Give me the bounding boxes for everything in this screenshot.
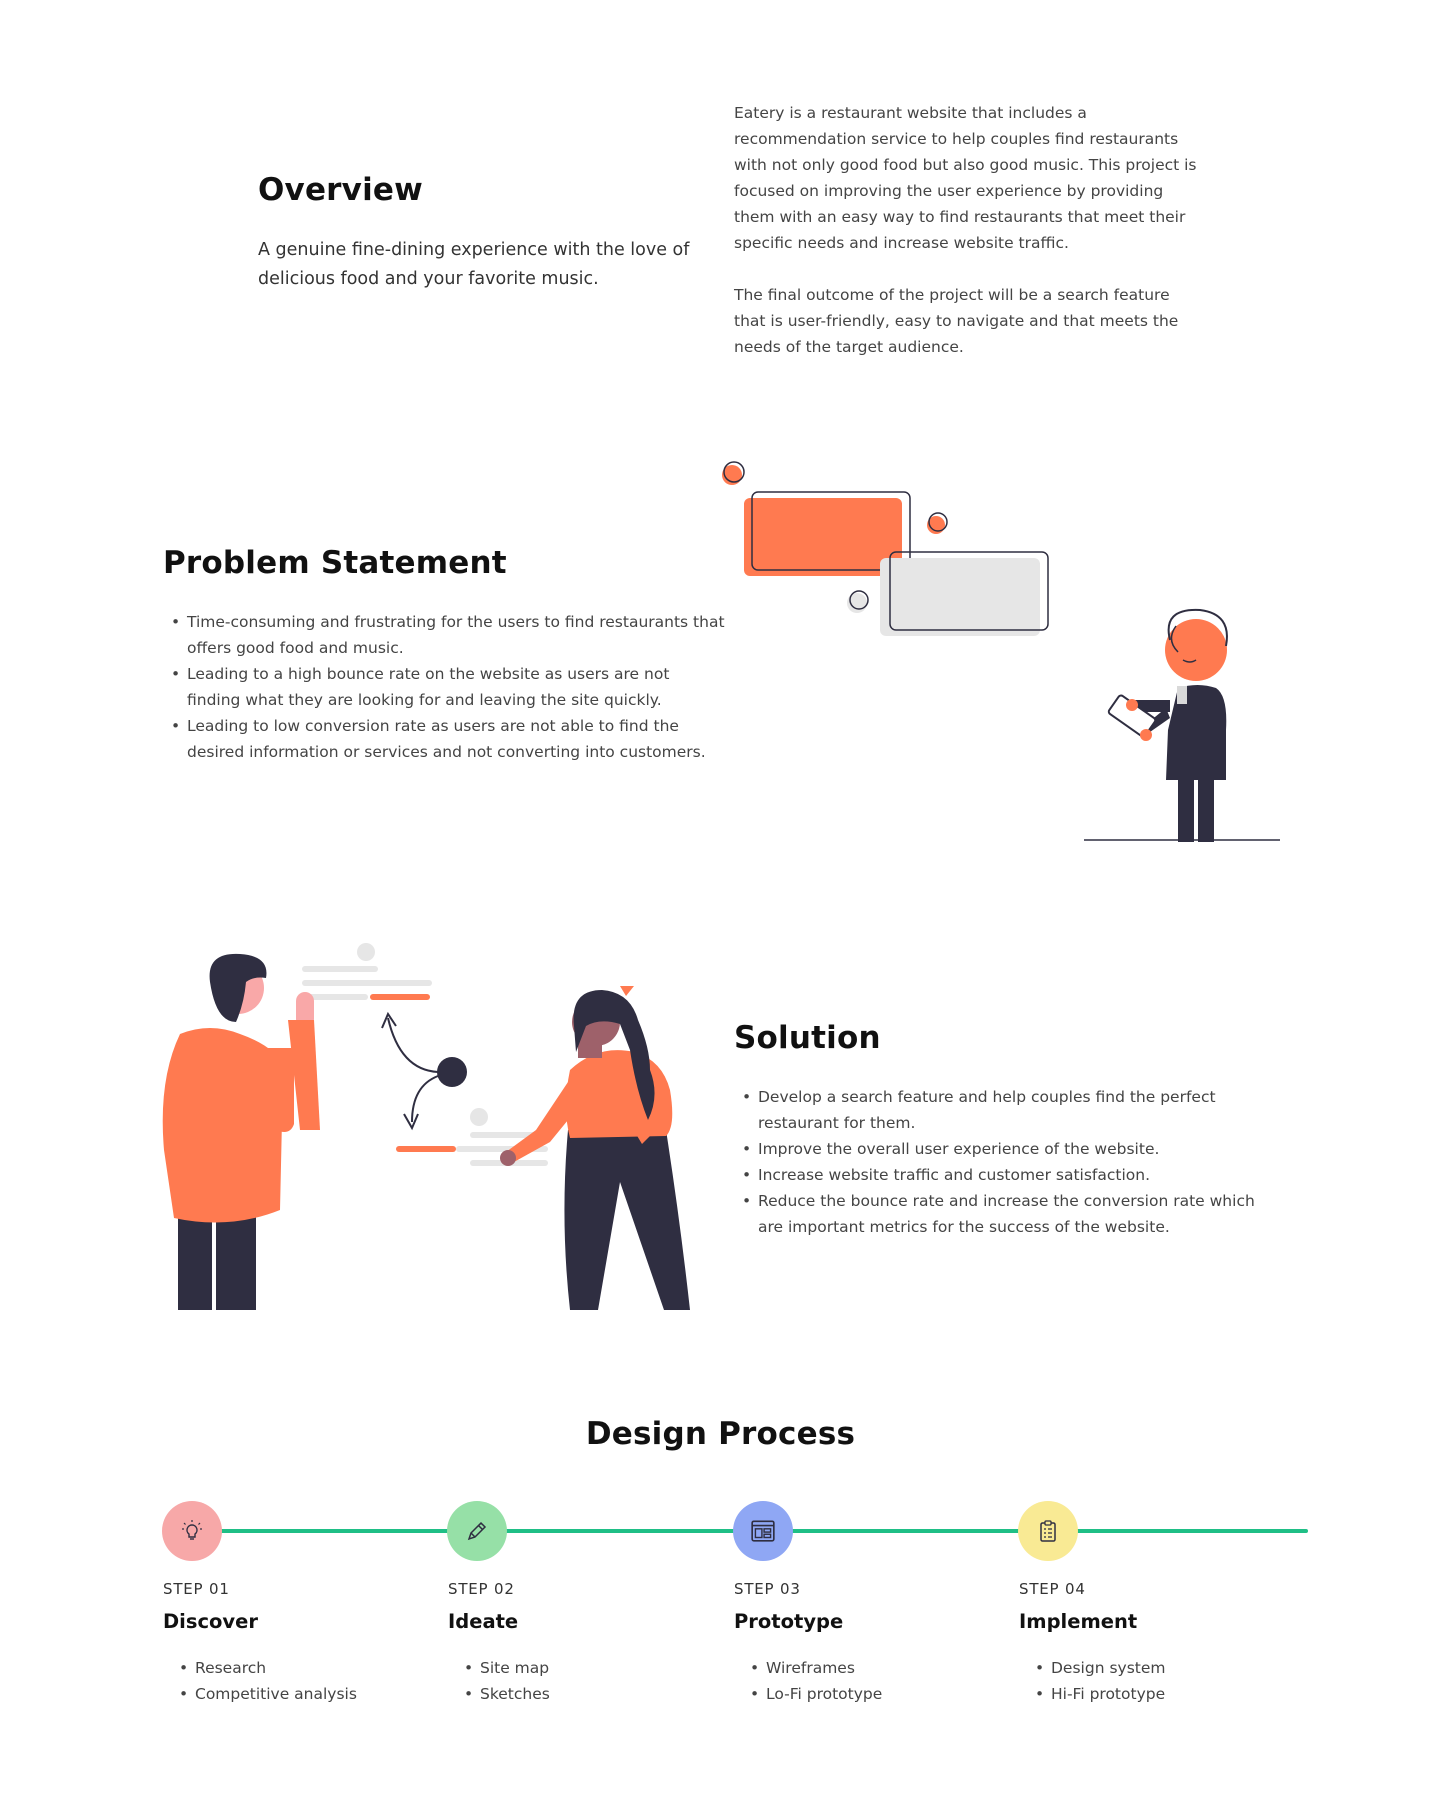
lightbulb-icon xyxy=(182,1520,202,1540)
solution-title: Solution xyxy=(734,1020,881,1056)
step-item: Wireframes xyxy=(750,1655,1006,1681)
step-circle xyxy=(1018,1501,1078,1561)
step-item: Hi-Fi prototype xyxy=(1035,1681,1291,1707)
problem-title: Problem Statement xyxy=(163,545,507,581)
step-title: Implement xyxy=(1019,1610,1138,1633)
problem-item: Leading to a high bounce rate on the web… xyxy=(171,661,727,713)
clipboard-icon xyxy=(1040,1520,1056,1542)
step-items: Design system Hi-Fi prototype xyxy=(1028,1655,1291,1707)
solution-list: Develop a search feature and help couple… xyxy=(735,1084,1278,1240)
step-label: STEP 01 xyxy=(163,1580,230,1598)
overview-paragraph-1: Eatery is a restaurant website that incl… xyxy=(734,104,1197,252)
pencil-icon xyxy=(467,1521,487,1541)
problem-item: Time-consuming and frustrating for the u… xyxy=(171,609,727,661)
problem-illustration xyxy=(722,461,1280,842)
design-process-title: Design Process xyxy=(585,1416,856,1452)
solution-item: Develop a search feature and help couple… xyxy=(742,1084,1278,1136)
solution-illustration xyxy=(162,943,690,1310)
woman-illustration xyxy=(500,986,690,1310)
step-items: Site map Sketches xyxy=(457,1655,720,1707)
step-label: STEP 02 xyxy=(448,1580,515,1598)
step-circle xyxy=(733,1501,793,1561)
step-item: Competitive analysis xyxy=(179,1681,435,1707)
overview-title: Overview xyxy=(258,172,423,208)
overview-paragraph-2: The final outcome of the project will be… xyxy=(734,286,1179,356)
step-circle xyxy=(162,1501,222,1561)
step-items: Research Competitive analysis xyxy=(172,1655,435,1707)
step-title: Discover xyxy=(163,1610,258,1633)
step-item: Site map xyxy=(464,1655,720,1681)
man-illustration xyxy=(162,953,320,1310)
solution-item: Improve the overall user experience of t… xyxy=(742,1136,1278,1162)
step-title: Prototype xyxy=(734,1610,844,1633)
solution-item: Reduce the bounce rate and increase the … xyxy=(742,1188,1278,1240)
step-title: Ideate xyxy=(448,1610,519,1633)
step-item: Design system xyxy=(1035,1655,1291,1681)
step-label: STEP 04 xyxy=(1019,1580,1086,1598)
step-items: Wireframes Lo-Fi prototype xyxy=(743,1655,1006,1707)
overview-description: Eatery is a restaurant website that incl… xyxy=(734,100,1204,386)
chat-bubbles-illustration xyxy=(722,461,1049,636)
step-item: Lo-Fi prototype xyxy=(750,1681,1006,1707)
ui-elements-illustration xyxy=(302,943,548,1166)
problem-item: Leading to low conversion rate as users … xyxy=(171,713,727,765)
step-label: STEP 03 xyxy=(734,1580,801,1598)
step-item: Research xyxy=(179,1655,435,1681)
layout-icon xyxy=(751,1520,775,1542)
person-with-tablet-illustration xyxy=(1084,608,1280,842)
step-item: Sketches xyxy=(464,1681,720,1707)
overview-lead: A genuine fine-dining experience with th… xyxy=(258,240,690,289)
step-circle xyxy=(447,1501,507,1561)
solution-item: Increase website traffic and customer sa… xyxy=(742,1162,1278,1188)
problem-list: Time-consuming and frustrating for the u… xyxy=(164,609,727,765)
